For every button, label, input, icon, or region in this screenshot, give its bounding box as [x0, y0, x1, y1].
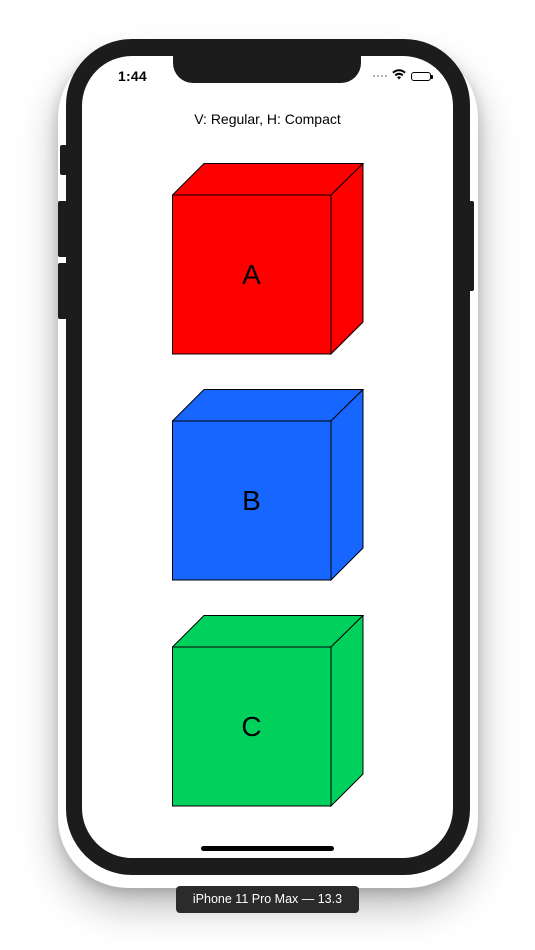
volume-up-button — [58, 201, 68, 257]
volume-down-button — [58, 263, 68, 319]
silent-switch — [60, 145, 68, 175]
cube-b: B — [172, 389, 364, 581]
cube-b-graphic — [172, 389, 364, 581]
wifi-icon — [392, 67, 406, 85]
cube-c: C — [172, 615, 364, 807]
cube-a-label: A — [242, 259, 261, 290]
cube-a-graphic — [172, 163, 364, 355]
status-icons — [373, 67, 433, 85]
cube-a: A — [172, 163, 364, 355]
device-screen: 1:44 V: Regular, H: Compact A — [82, 56, 453, 858]
cube-c-graphic — [172, 615, 364, 807]
status-time: 1:44 — [118, 68, 147, 84]
simulator-device-label: iPhone 11 Pro Max — 13.3 — [176, 886, 359, 913]
battery-icon — [411, 71, 433, 81]
signal-dots-icon — [373, 75, 387, 77]
home-indicator[interactable] — [201, 846, 334, 851]
size-class-label: V: Regular, H: Compact — [194, 111, 341, 127]
notch — [173, 56, 361, 83]
cube-c-label: C — [241, 711, 262, 742]
power-button — [468, 201, 474, 291]
cube-b-label: B — [242, 485, 261, 516]
